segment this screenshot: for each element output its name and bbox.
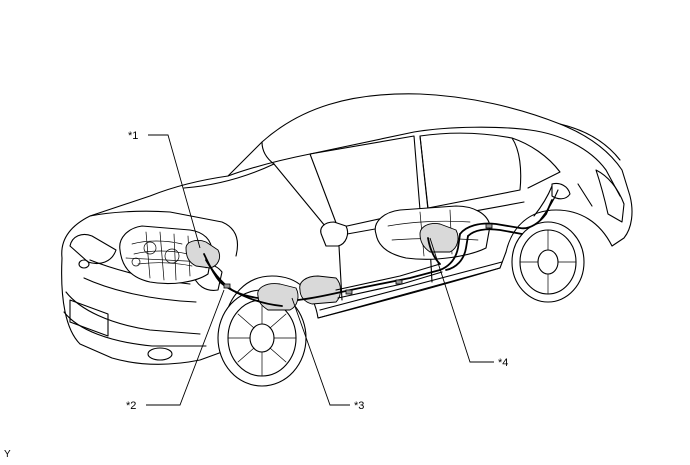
car-body — [61, 93, 633, 365]
rear-wheel — [511, 221, 585, 303]
callout-4-label: *4 — [498, 357, 508, 369]
callout-3-label: *3 — [354, 400, 364, 412]
callout-1-leader — [148, 134, 201, 249]
callout-labels: *1 *2 *3 *4 — [126, 130, 508, 412]
callout-3-leader — [291, 297, 350, 406]
front-wheel — [217, 289, 307, 387]
callout-2-leader — [146, 289, 225, 406]
fuel-lines — [203, 185, 559, 307]
callout-1-label: *1 — [128, 130, 138, 142]
callout-leaders — [146, 134, 494, 406]
figure-code: Y — [4, 449, 11, 460]
callout-4-leader — [429, 237, 494, 363]
callout-2-label: *2 — [126, 400, 136, 412]
engine-assembly — [119, 225, 221, 285]
